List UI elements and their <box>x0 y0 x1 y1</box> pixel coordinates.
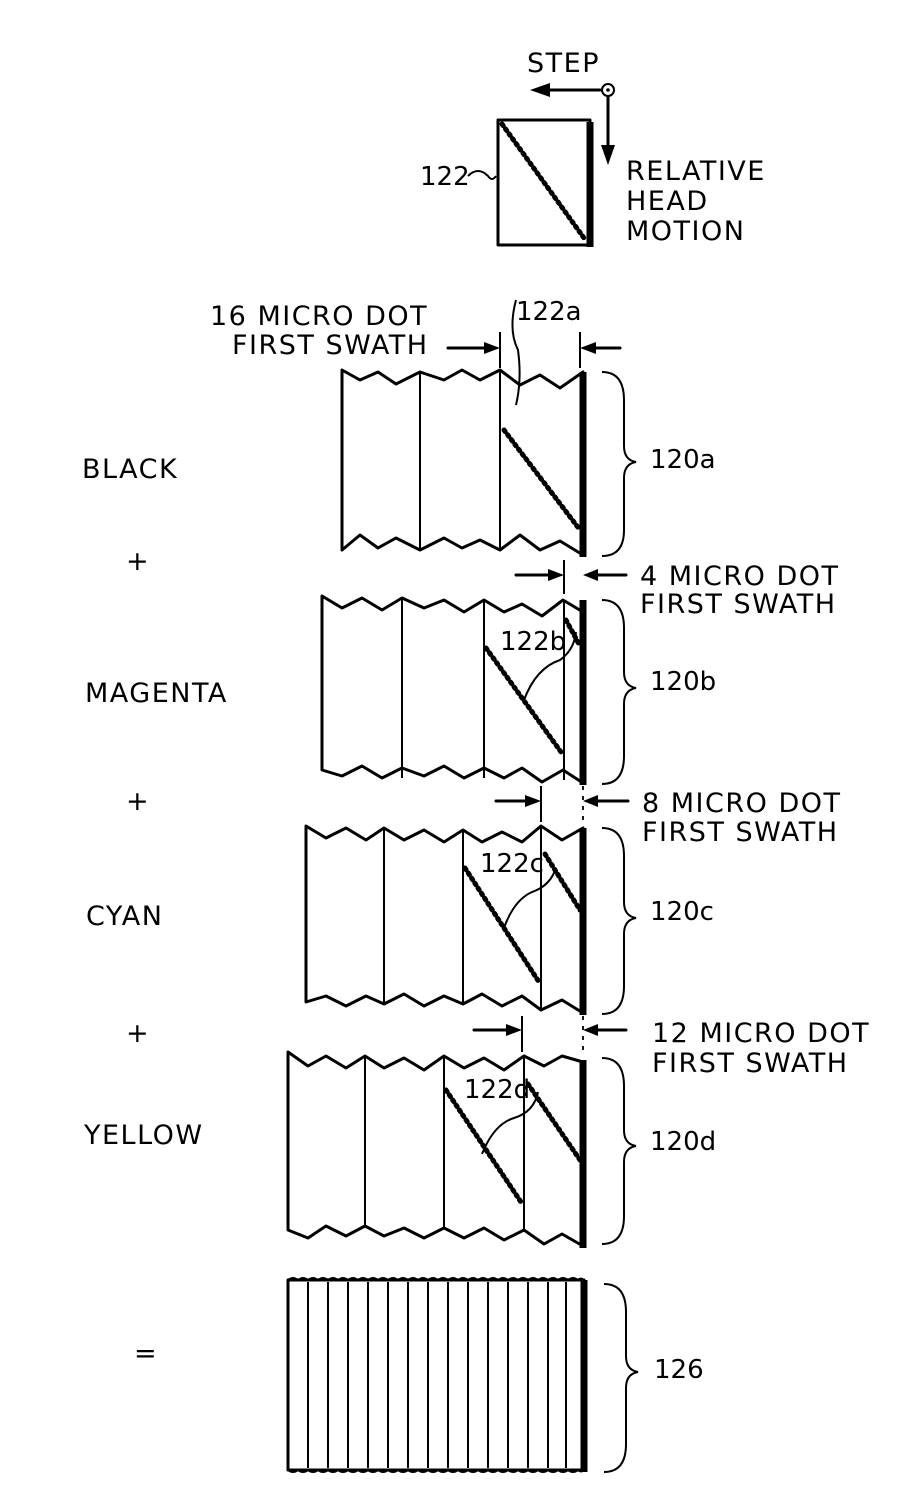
operator-plus-3: + <box>126 1018 150 1049</box>
step-label: STEP <box>527 48 600 79</box>
print-head-nozzle-line <box>502 124 584 238</box>
sheet-cyan-brace <box>602 828 636 1014</box>
sheet-magenta-outline <box>322 596 583 783</box>
offset-yellow-line-1: 12 MICRO DOT <box>652 1018 870 1049</box>
color-label-cyan: CYAN <box>86 901 163 932</box>
offset-yellow-arrow-right-icon <box>583 1024 598 1036</box>
motion-arrow-icon <box>601 145 615 165</box>
sheet-result: 126 <box>288 1278 704 1472</box>
offset-magenta-line-2: FIRST SWATH <box>640 589 837 620</box>
offset-magenta-arrow-left-icon <box>548 569 564 581</box>
sheet-black-ref: 120a <box>650 445 716 475</box>
sheet-black-brace <box>602 372 636 556</box>
offset-black-line-1: 16 MICRO DOT <box>210 301 428 332</box>
sheet-magenta-brace <box>602 600 636 784</box>
operator-plus-2: + <box>126 786 150 817</box>
swath-magenta-dots-a <box>486 648 561 752</box>
swath-cyan-dots-b <box>545 854 580 910</box>
operator-equals: = <box>134 1338 158 1369</box>
swath-yellow-dots-b <box>528 1084 580 1160</box>
sheet-result-ref: 126 <box>654 1355 704 1385</box>
offset-magenta-line-1: 4 MICRO DOT <box>640 561 840 592</box>
offset-annotation-cyan: 8 MICRO DOT FIRST SWATH <box>496 786 842 848</box>
swath-ref-yellow: 122d <box>464 1075 530 1105</box>
sheet-cyan: 122c 120c CYAN <box>86 826 714 1015</box>
step-arrow-icon <box>530 83 550 97</box>
offset-annotation-yellow: 12 MICRO DOT FIRST SWATH <box>474 1016 870 1079</box>
swath-yellow-dots-a <box>446 1090 521 1202</box>
color-label-yellow: YELLOW <box>83 1120 204 1151</box>
offset-yellow-arrow-left-icon <box>506 1024 522 1036</box>
offset-black-line-2: FIRST SWATH <box>232 330 429 361</box>
sheet-yellow: 122d 120d YELLOW <box>83 1052 716 1248</box>
swath-ref-black: 122a <box>516 297 582 327</box>
sheet-magenta-ref: 120b <box>650 667 716 697</box>
motion-origin-dot <box>606 88 610 92</box>
sheet-result-stripes <box>308 1282 566 1468</box>
offset-cyan-arrow-right-icon <box>583 795 598 807</box>
offset-black-arrow-left-icon <box>484 342 500 354</box>
color-label-magenta: MAGENTA <box>85 678 228 709</box>
sheet-result-brace <box>604 1284 638 1472</box>
head-ref-label: 122 <box>420 162 470 192</box>
operator-plus-1: + <box>126 546 150 577</box>
sheet-cyan-ref: 120c <box>650 897 714 927</box>
offset-black-arrow-right-icon <box>580 342 596 354</box>
swath-ref-magenta: 122b <box>500 627 566 657</box>
offset-cyan-line-1: 8 MICRO DOT <box>642 788 842 819</box>
sheet-yellow-ref: 120d <box>650 1127 716 1157</box>
swath-black-dots <box>504 430 580 530</box>
print-head-legend: 122 STEP RELATIVE HEAD MOTION <box>420 48 766 247</box>
head-ref-leader <box>468 171 496 179</box>
sheet-yellow-brace <box>602 1058 636 1244</box>
swath-ref-cyan: 122c <box>480 849 544 879</box>
sheet-black: 120a BLACK <box>82 370 716 557</box>
motion-label-line-3: MOTION <box>626 216 745 247</box>
offset-yellow-line-2: FIRST SWATH <box>652 1048 849 1079</box>
sheet-magenta: 122b 120b MAGENTA <box>85 596 716 785</box>
motion-label-line-1: RELATIVE <box>626 156 766 187</box>
swath-cyan-dots-a <box>465 868 539 982</box>
sheet-yellow-outline <box>288 1052 583 1246</box>
sheet-result-outline <box>288 1280 584 1470</box>
offset-cyan-arrow-left-icon <box>525 795 541 807</box>
offset-cyan-line-2: FIRST SWATH <box>642 817 839 848</box>
color-label-black: BLACK <box>82 454 178 485</box>
motion-label-line-2: HEAD <box>626 186 709 217</box>
offset-magenta-arrow-right-icon <box>583 569 598 581</box>
sheet-black-outline <box>342 370 583 555</box>
